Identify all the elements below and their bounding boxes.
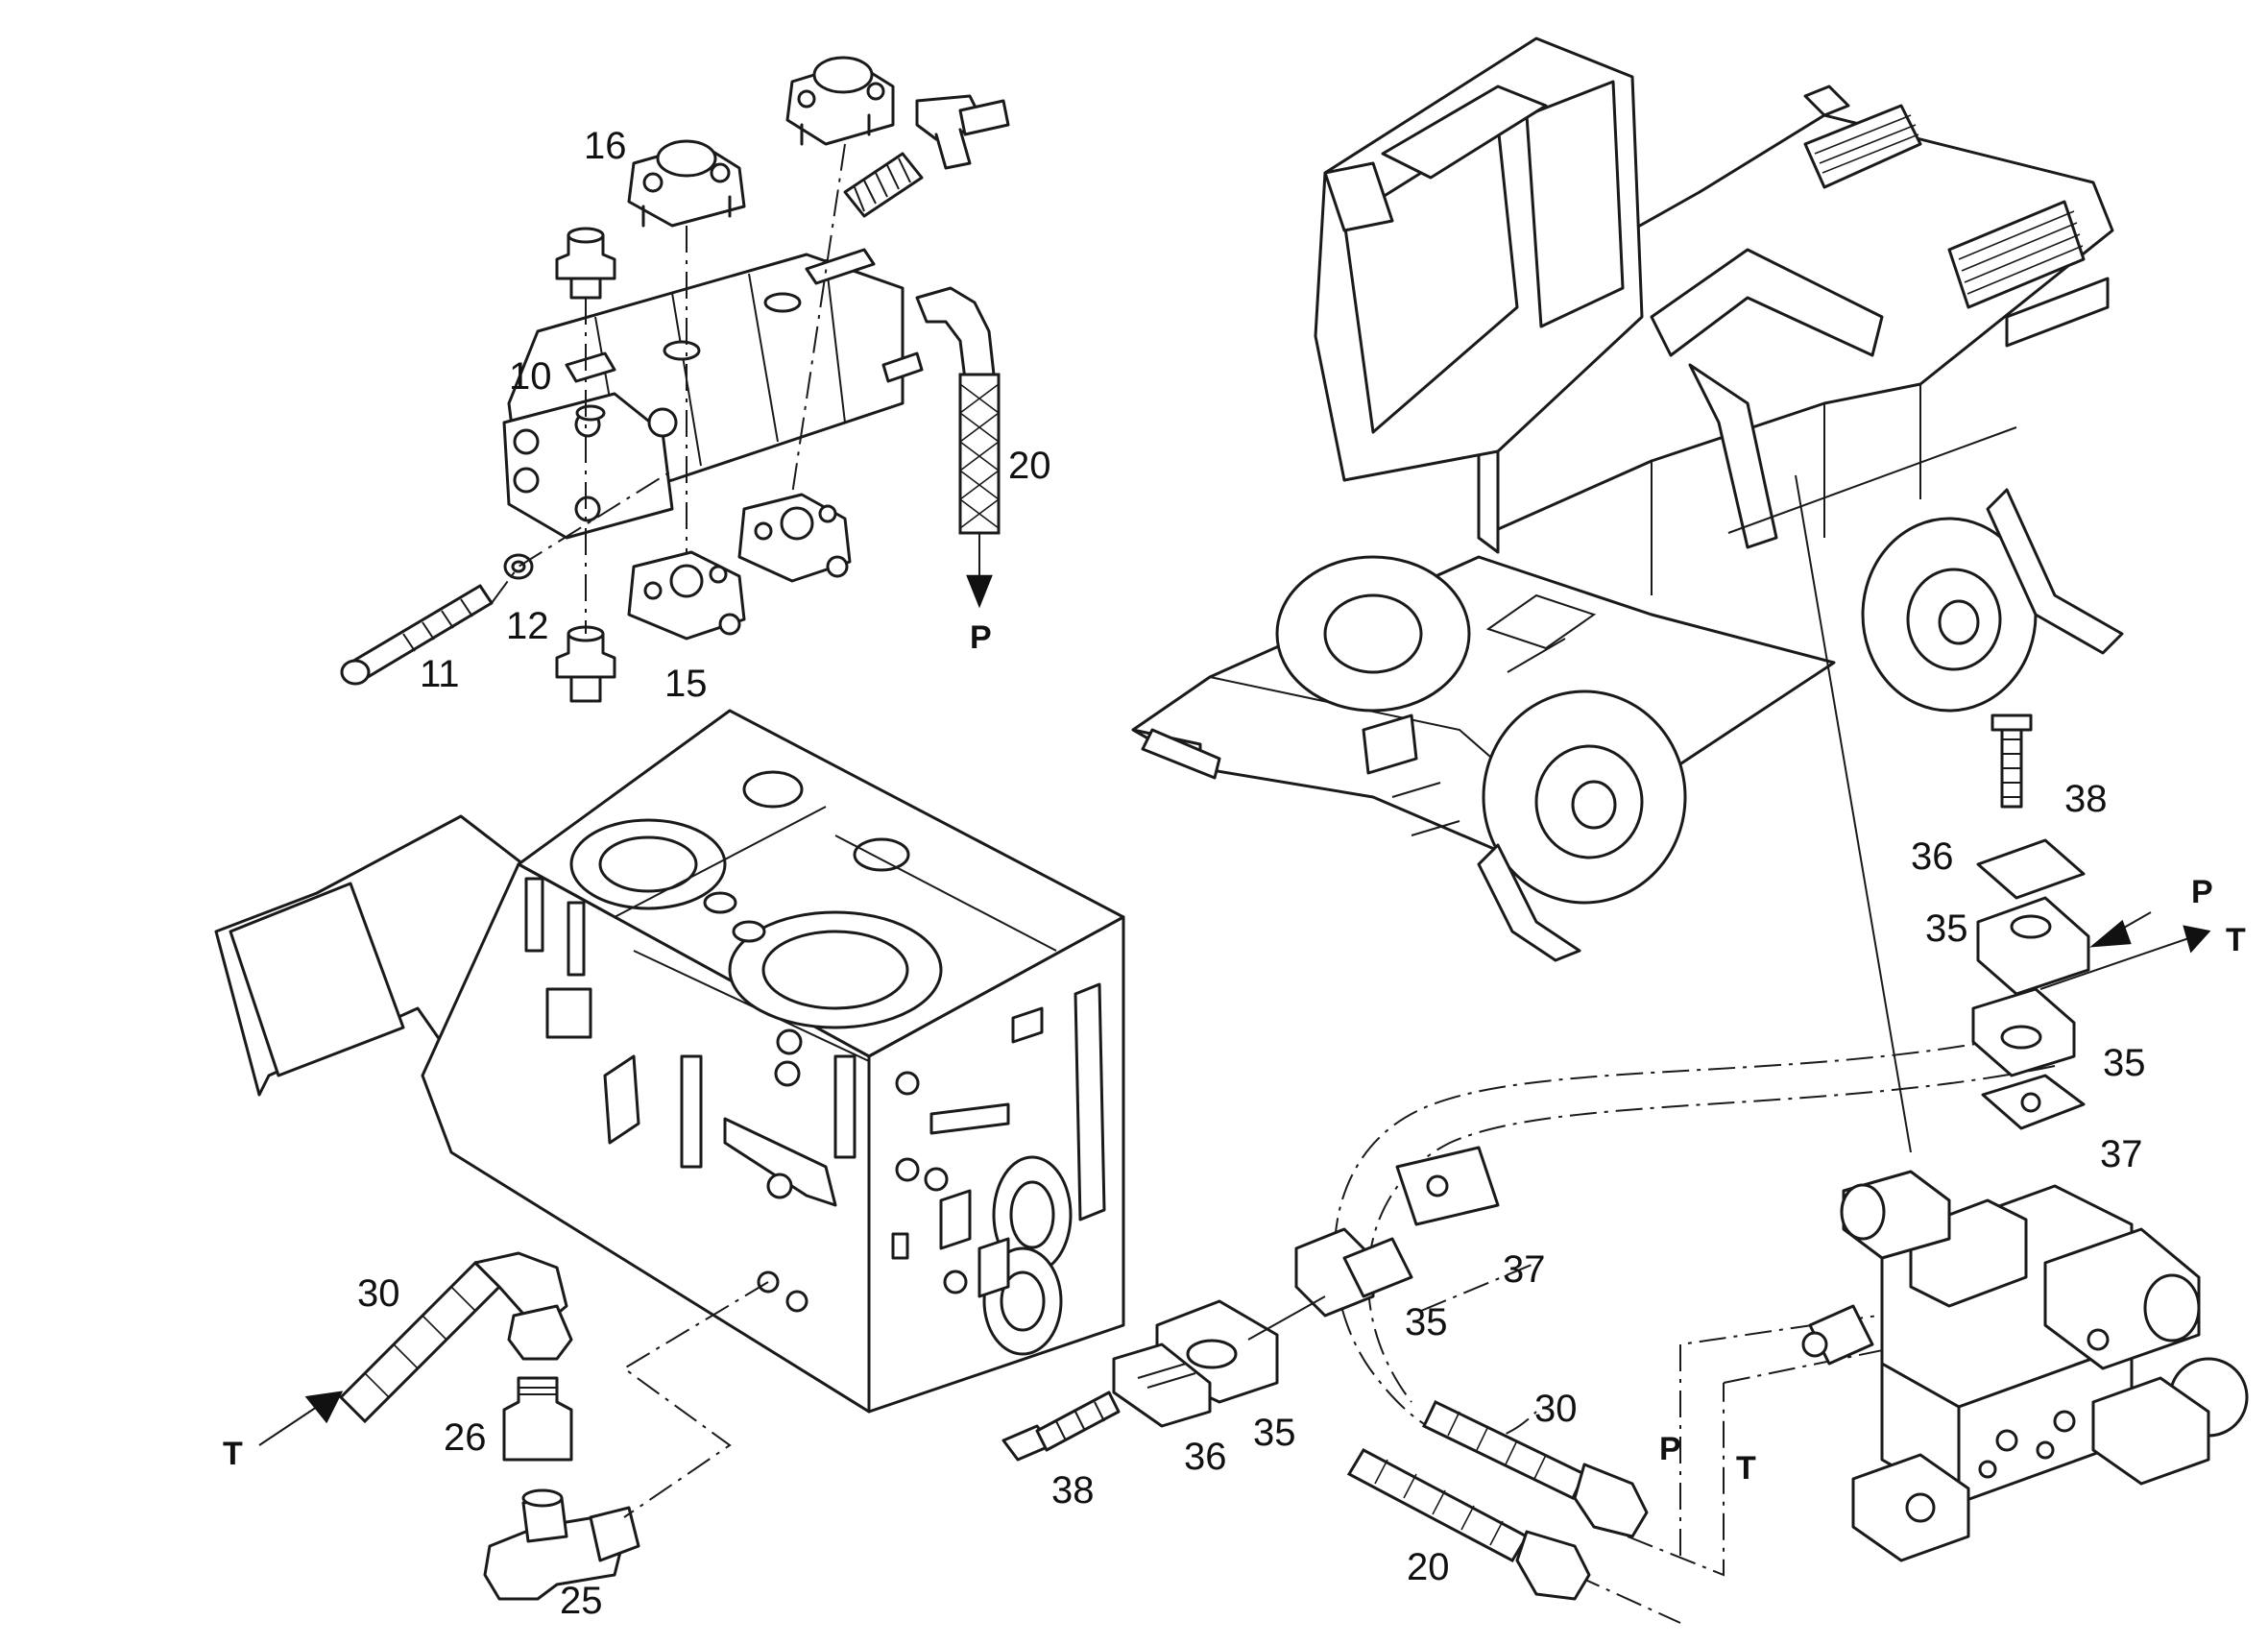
tee-fitting-25 xyxy=(483,1488,640,1601)
washer-12 xyxy=(503,553,534,580)
part-label-20-hose: 20 xyxy=(1407,1546,1450,1588)
coil-fitting xyxy=(843,152,924,218)
cap-screw-11 xyxy=(340,584,494,686)
port-label-p-valve: P xyxy=(1659,1431,1681,1467)
clamp-assembly-lower xyxy=(1001,1146,1500,1462)
control-valve-block xyxy=(1801,1170,2249,1562)
part-label-15: 15 xyxy=(664,663,708,705)
part-label-37-middle: 37 xyxy=(1503,1248,1546,1291)
hydraulic-tank xyxy=(214,709,1125,1414)
part-label-35-lower: 35 xyxy=(1253,1412,1296,1454)
part-label-36-lower: 36 xyxy=(1184,1436,1227,1478)
part-label-38-lower: 38 xyxy=(1051,1469,1095,1512)
part-label-30-right: 30 xyxy=(1534,1388,1578,1430)
hose-30-right xyxy=(1422,1399,1649,1538)
part-label-11: 11 xyxy=(420,653,460,695)
pipe-nipple-top xyxy=(555,227,616,300)
hose-20-right xyxy=(1346,1448,1591,1601)
clamp-assembly-upper xyxy=(1971,714,2211,1130)
port-label-p-clamp: P xyxy=(2191,874,2213,910)
part-label-35-right: 35 xyxy=(2103,1042,2146,1084)
elbow-fitting xyxy=(915,94,1010,170)
part-labels: 10 11 12 15 16 20 20 25 26 30 30 35 35 3… xyxy=(357,125,2146,1622)
pressure-hose-20 xyxy=(915,286,1001,609)
port-label-t-valve: T xyxy=(1736,1450,1756,1487)
part-label-16: 16 xyxy=(584,125,627,167)
port-labels: P P P T T T xyxy=(223,619,2246,1487)
part-label-12: 12 xyxy=(506,605,549,647)
pump-flange-upper xyxy=(785,56,895,146)
part-label-37-right: 37 xyxy=(2100,1133,2143,1175)
port-label-t-clamp: T xyxy=(2226,922,2246,958)
part-label-10: 10 xyxy=(509,355,552,398)
port-label-t-tank: T xyxy=(223,1436,243,1472)
part-label-20-pump: 20 xyxy=(1008,445,1051,487)
part-label-35-middle: 35 xyxy=(1405,1301,1448,1343)
hydraulic-pump-assembly xyxy=(502,248,924,540)
pump-flange-15 xyxy=(627,550,746,641)
union-26 xyxy=(502,1376,573,1462)
pump-flange-lower-right xyxy=(737,493,852,583)
part-label-35-top: 35 xyxy=(1925,907,1968,950)
part-label-26: 26 xyxy=(444,1416,487,1459)
tank-return-path xyxy=(258,1281,769,1518)
wheeled-excavator xyxy=(1131,36,2124,962)
pump-centerlines xyxy=(491,143,846,634)
return-hose-30-left xyxy=(338,1251,573,1424)
part-label-36-top: 36 xyxy=(1911,835,1954,878)
part-label-38-top: 38 xyxy=(2064,778,2108,820)
pump-flange-16 xyxy=(627,139,746,228)
part-label-25: 25 xyxy=(560,1580,603,1622)
part-label-30-left: 30 xyxy=(357,1272,400,1315)
port-label-p-pump: P xyxy=(970,619,992,656)
pipe-nipple-bottom xyxy=(555,625,616,703)
